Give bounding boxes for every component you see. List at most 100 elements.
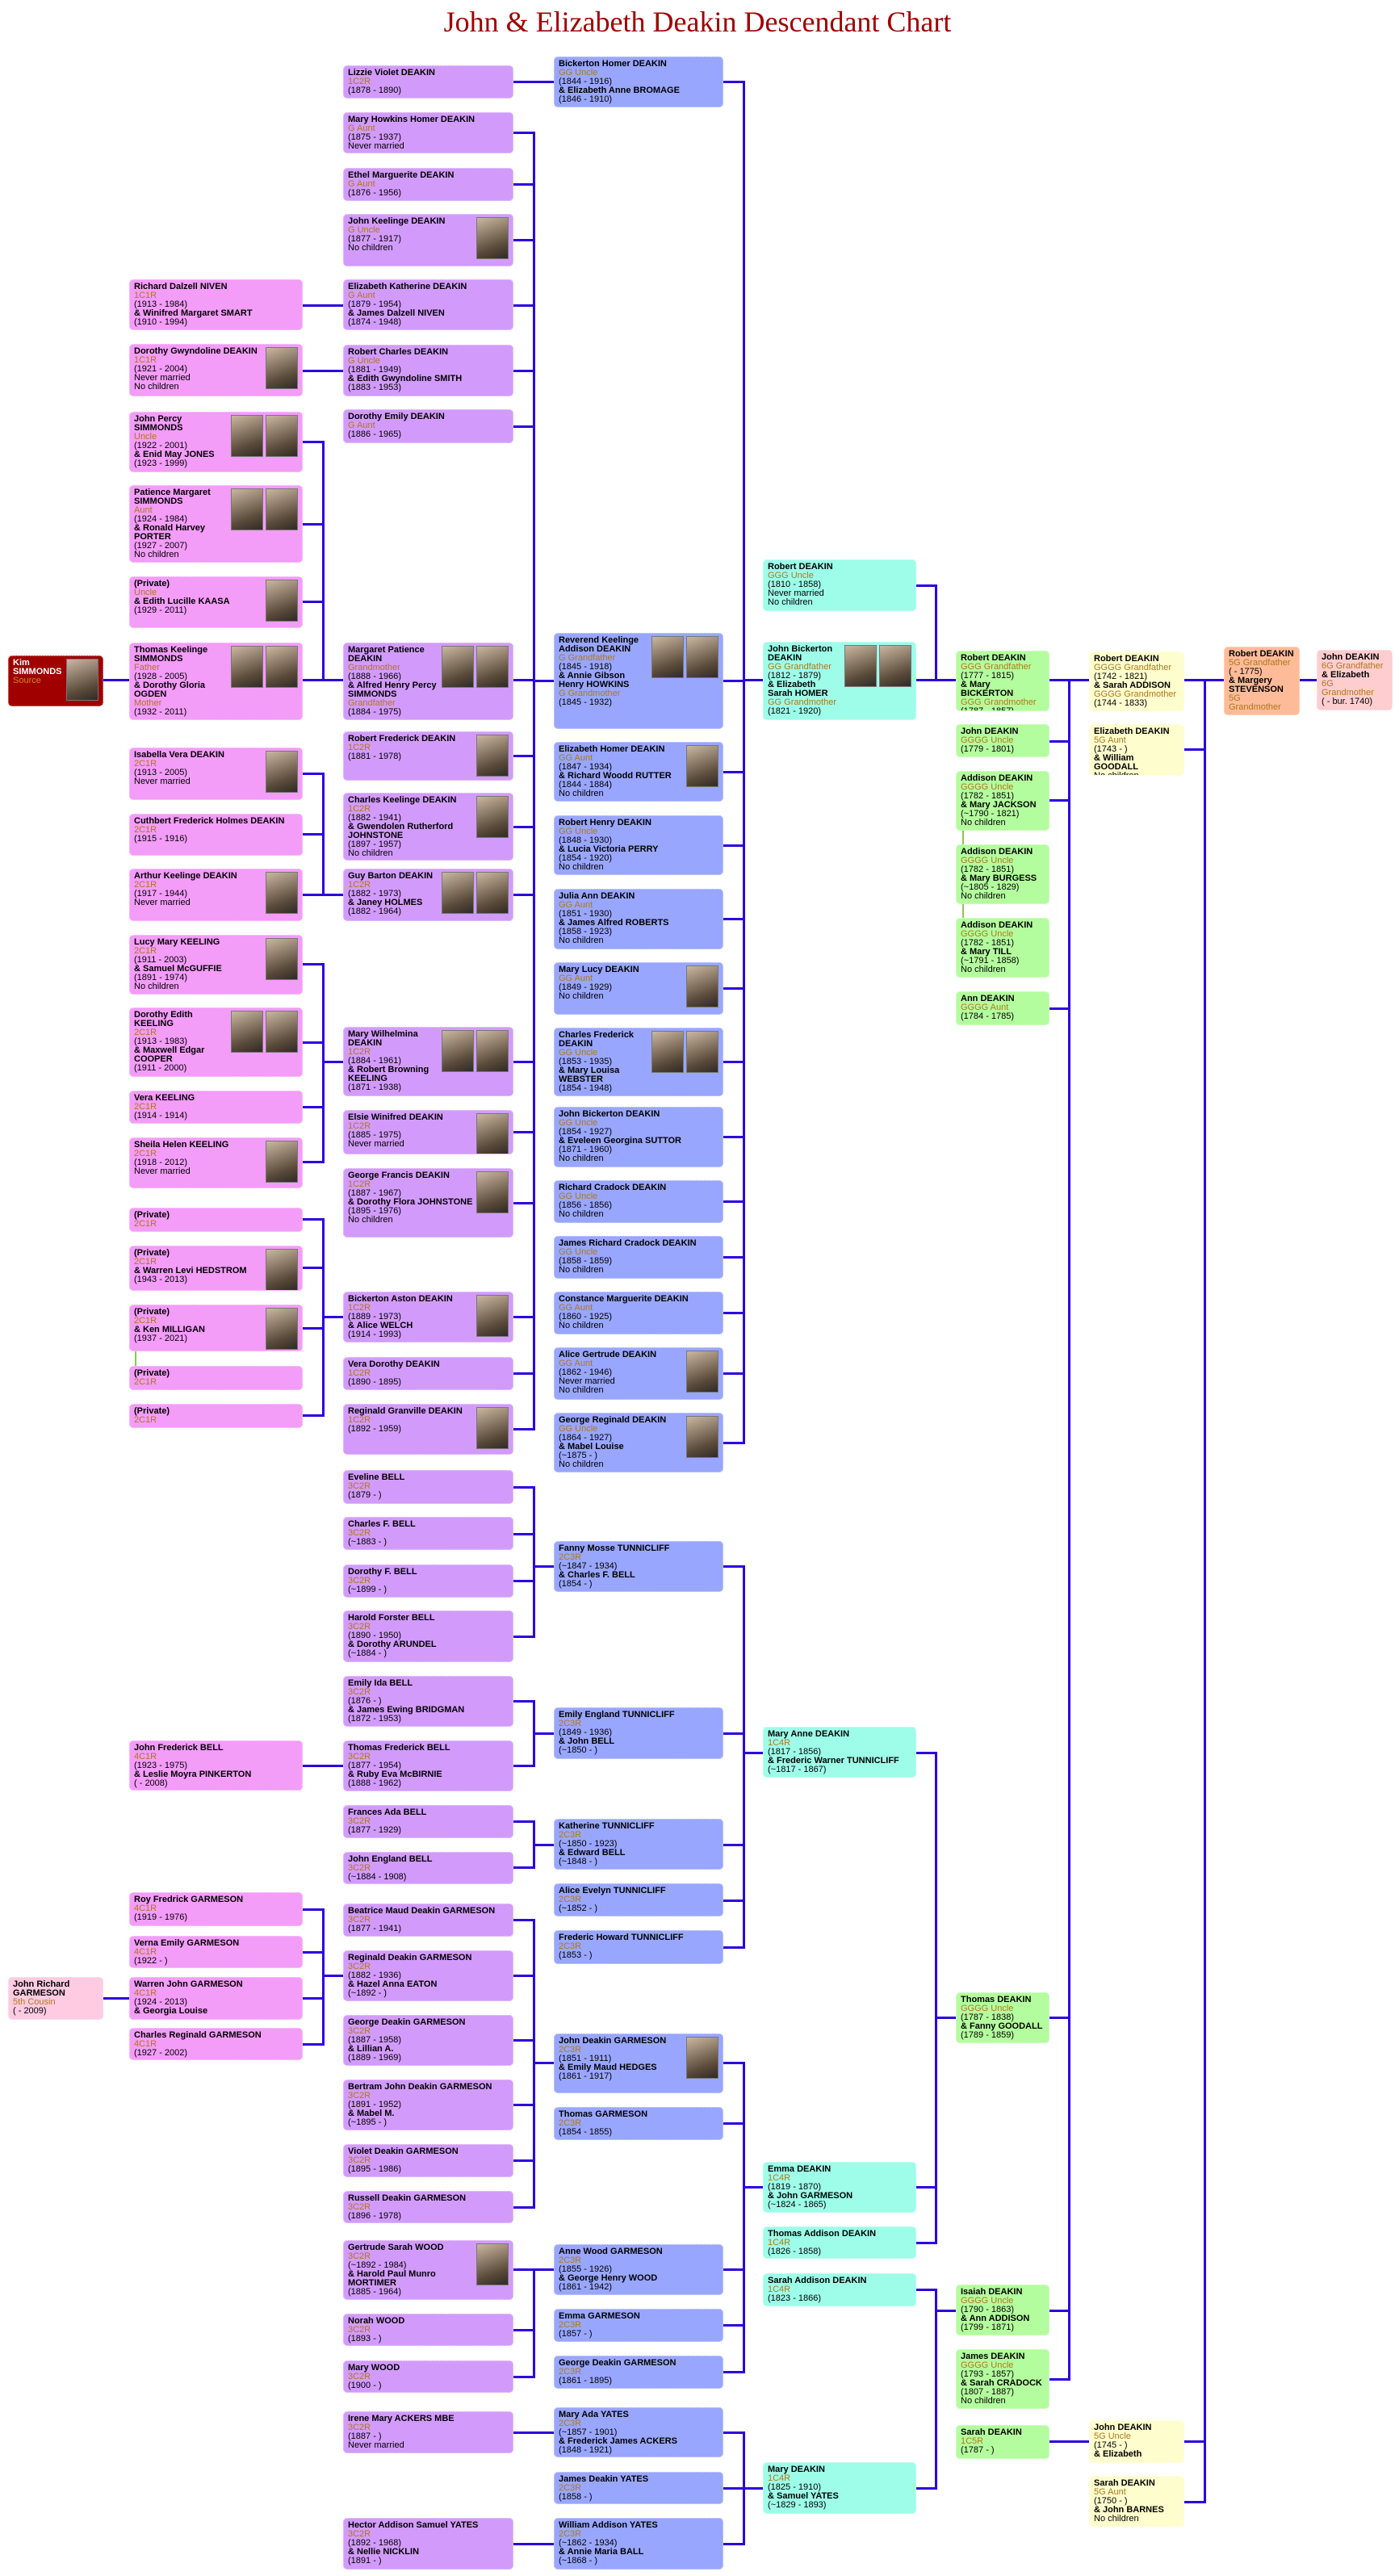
person-photo[interactable]: [266, 415, 298, 457]
person-box[interactable]: (Private)2C1R& Warren Levi HEDSTROM(1943…: [129, 1246, 303, 1291]
person-box[interactable]: (Private)2C1R& Ken MILLIGAN(1937 - 2021): [129, 1305, 303, 1351]
person-photo[interactable]: [476, 2243, 509, 2285]
person-photo[interactable]: [231, 488, 263, 530]
person-photo[interactable]: [686, 636, 718, 678]
person-photo[interactable]: [266, 580, 298, 622]
person-photo[interactable]: [686, 1351, 718, 1393]
person-photo[interactable]: [476, 646, 509, 688]
person-photo[interactable]: [476, 1113, 509, 1154]
person-photo[interactable]: [844, 645, 877, 687]
person-photo[interactable]: [266, 1141, 298, 1183]
person-photo[interactable]: [266, 872, 298, 914]
person-box[interactable]: (Private)Uncle& Edith Lucille KAASA(1929…: [129, 576, 303, 628]
person-photo[interactable]: [266, 1011, 298, 1053]
person-photo[interactable]: [879, 645, 911, 687]
person-photo[interactable]: [442, 1030, 474, 1072]
person-photo[interactable]: [231, 415, 263, 457]
person-photo[interactable]: [476, 1171, 509, 1213]
person-photo[interactable]: [266, 1249, 298, 1290]
person-photo[interactable]: [476, 872, 509, 914]
person-photo[interactable]: [476, 217, 509, 259]
person-photo[interactable]: [66, 659, 98, 701]
person-box[interactable]: (Private)2C1R: [129, 1208, 303, 1232]
person-photo[interactable]: [266, 938, 298, 980]
person-photo[interactable]: [476, 1407, 509, 1449]
person-photo[interactable]: [442, 646, 474, 688]
person-photo[interactable]: [266, 751, 298, 793]
person-photo[interactable]: [476, 735, 509, 777]
person-box[interactable]: (Private)2C1R: [129, 1366, 303, 1390]
person-photo[interactable]: [686, 745, 718, 787]
person-photo[interactable]: [686, 965, 718, 1007]
